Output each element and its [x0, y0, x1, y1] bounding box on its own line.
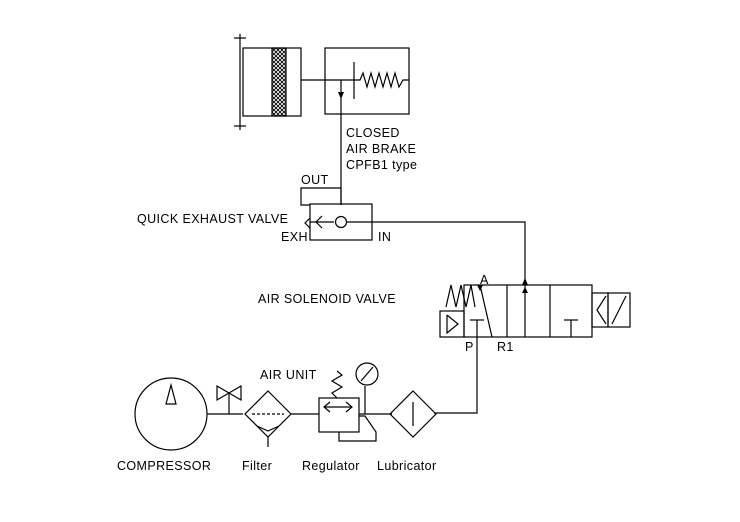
air-brake-symbol — [234, 34, 410, 130]
quick-exhaust-valve-label: QUICK EXHAUST VALVE — [137, 212, 288, 226]
air-solenoid-valve-symbol — [439, 284, 631, 338]
filter-label: Filter — [242, 459, 272, 473]
pressure-gauge-icon — [355, 362, 379, 414]
drain-valve-icon — [216, 384, 242, 414]
solenoid-port-a-label: A — [480, 273, 489, 287]
quick-exhaust-valve-symbol — [300, 187, 373, 241]
air-solenoid-valve-label: AIR SOLENOID VALVE — [258, 292, 396, 306]
regulator-label: Regulator — [302, 459, 360, 473]
solenoid-port-p-label: P — [465, 340, 474, 354]
brake-spring-icon — [354, 70, 409, 90]
pipe-air-unit-to-solenoid — [434, 337, 478, 414]
lubricator-symbol — [389, 390, 437, 438]
compressor-label: COMPRESSOR — [117, 459, 211, 473]
filter-symbol — [244, 390, 292, 447]
brake-label-air-brake: AIR BRAKE — [346, 142, 416, 156]
qev-port-exh-label: EXH — [281, 230, 308, 244]
pipe-qev-to-solenoid — [372, 221, 526, 285]
qev-port-in-label: IN — [378, 230, 391, 244]
lubricator-label: Lubricator — [377, 459, 437, 473]
flow-arrow-icon — [522, 278, 528, 285]
compressor-symbol — [134, 377, 208, 451]
solenoid-port-r1-label: R1 — [497, 340, 514, 354]
flow-arrow-icon — [338, 92, 344, 99]
brake-disc-pad-hatch — [271, 47, 287, 117]
air-unit-label: AIR UNIT — [260, 368, 317, 382]
regulator-symbol — [318, 370, 377, 442]
brake-label-closed: CLOSED — [346, 126, 400, 140]
brake-label-type: CPFB1 type — [346, 158, 417, 172]
qev-port-out-label: OUT — [301, 173, 329, 187]
